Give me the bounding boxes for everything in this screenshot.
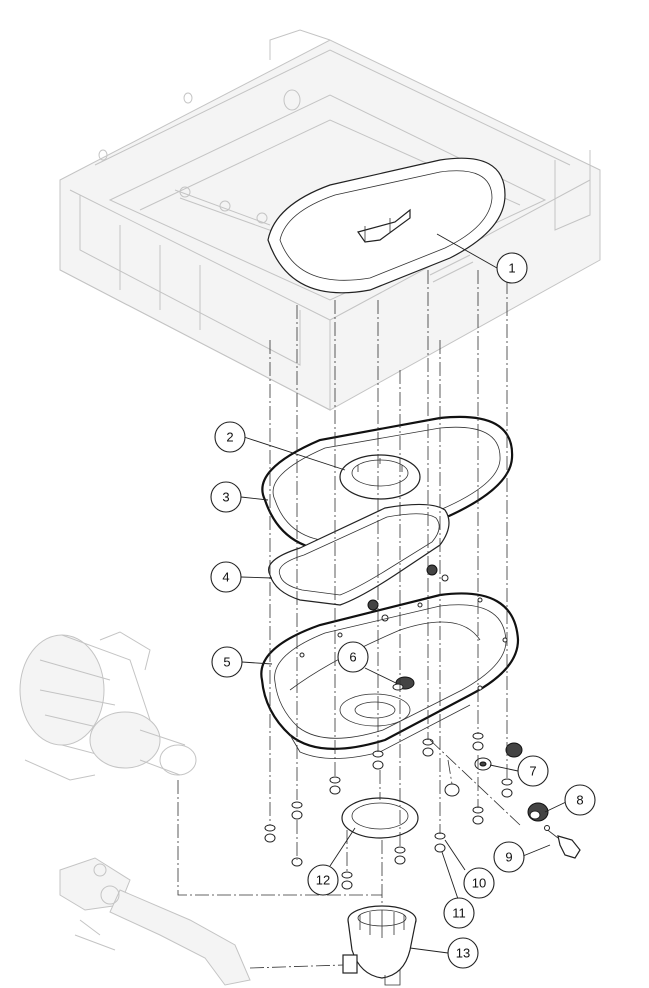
drain-pipe	[59, 857, 251, 986]
svg-text:2: 2	[226, 430, 233, 445]
part-6-fitting	[392, 676, 415, 691]
callout-7: 7	[517, 755, 549, 787]
part-7-washer	[474, 757, 492, 771]
part-1-cover	[267, 157, 506, 294]
svg-text:7: 7	[529, 764, 536, 779]
callout-13: 13	[447, 937, 479, 969]
svg-text:5: 5	[223, 655, 230, 670]
pump-assembly	[19, 631, 197, 781]
svg-text:12: 12	[316, 873, 330, 888]
callout-12: 12	[307, 864, 339, 896]
callout-3: 3	[210, 481, 242, 513]
svg-text:6: 6	[349, 650, 356, 665]
callout-5: 5	[211, 646, 243, 678]
leader-lines	[240, 233, 567, 954]
part-2-flange-opening	[339, 454, 421, 500]
svg-text:13: 13	[456, 946, 470, 961]
svg-text:3: 3	[222, 490, 229, 505]
assembly-lines	[177, 270, 521, 969]
callout-9: 9	[493, 841, 525, 873]
svg-text:8: 8	[576, 793, 583, 808]
callout-6: 6	[337, 641, 369, 673]
callout-11: 11	[443, 897, 475, 929]
part-13-drain-body	[342, 905, 417, 986]
hardware-fasteners	[264, 732, 513, 890]
callout-10: 10	[463, 867, 495, 899]
svg-text:4: 4	[222, 570, 229, 585]
part-9-connector	[544, 825, 581, 859]
callout-1: 1	[496, 252, 528, 284]
callout-4: 4	[210, 561, 242, 593]
part-4-frame	[268, 503, 450, 622]
svg-text:11: 11	[452, 906, 466, 921]
svg-text:10: 10	[472, 876, 486, 891]
svg-text:1: 1	[508, 261, 515, 276]
part-12-ring	[341, 797, 419, 839]
callout-2: 2	[214, 421, 246, 453]
part-8-cap	[505, 742, 549, 822]
callout-8: 8	[564, 784, 596, 816]
svg-text:9: 9	[505, 850, 512, 865]
